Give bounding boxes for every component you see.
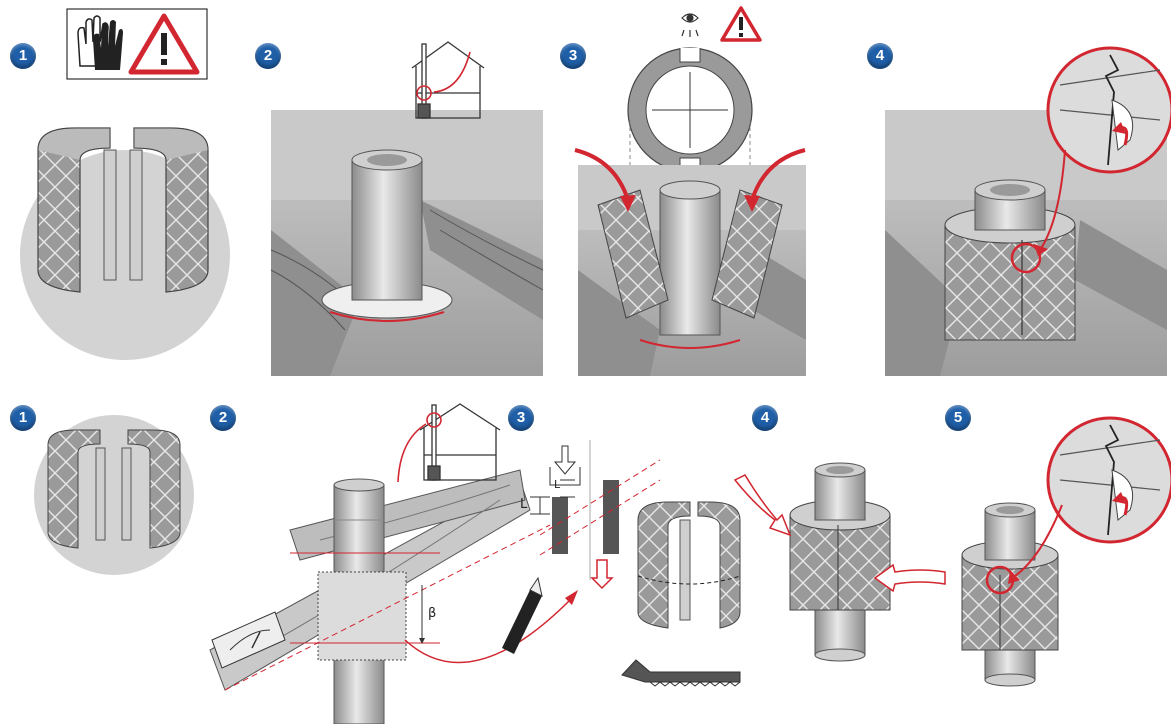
top-step-2-illustration: [270, 41, 544, 376]
step-badge-top-3: 3: [560, 43, 586, 69]
step-badge-bottom-2: 2: [210, 405, 236, 431]
step-badge-bottom-5: 5: [945, 405, 971, 431]
step-badge-bottom-1: 1: [10, 405, 36, 431]
step-badge-top-4: 4: [867, 43, 893, 69]
length-label-right: L: [554, 478, 561, 491]
step-badge-top-1: 1: [10, 43, 36, 69]
step-badge-top-2: 2: [255, 43, 281, 69]
bottom-step-3-illustration: [502, 440, 661, 654]
length-label-left: L: [520, 497, 528, 512]
step-badge-bottom-4: 4: [752, 405, 778, 431]
warning-icon: [720, 6, 762, 42]
sleeve-cut-illustration: [621, 501, 741, 687]
bottom-step-5-illustration: [961, 416, 1171, 687]
ppe-notice: [66, 8, 208, 80]
inclinometer-icon: [211, 611, 286, 669]
angle-label: β: [428, 606, 437, 621]
warning-icon: [128, 13, 200, 75]
step-badge-bottom-3: 3: [508, 405, 534, 431]
saw-icon: [621, 659, 741, 687]
gloves-icon: [77, 15, 123, 70]
bottom-step-1-illustration: [34, 415, 194, 575]
top-step-4-illustration: [885, 46, 1171, 376]
bottom-step-2-illustration: [209, 403, 578, 724]
bottom-step-4-illustration: [733, 462, 946, 662]
top-step-1-illustration: [20, 127, 230, 360]
top-step-3-illustration: [574, 6, 806, 376]
house-inset-icon: [411, 41, 485, 119]
utility-knife-icon: [502, 576, 543, 654]
house-inset-icon: [397, 403, 501, 483]
eye-icon: [681, 13, 699, 37]
